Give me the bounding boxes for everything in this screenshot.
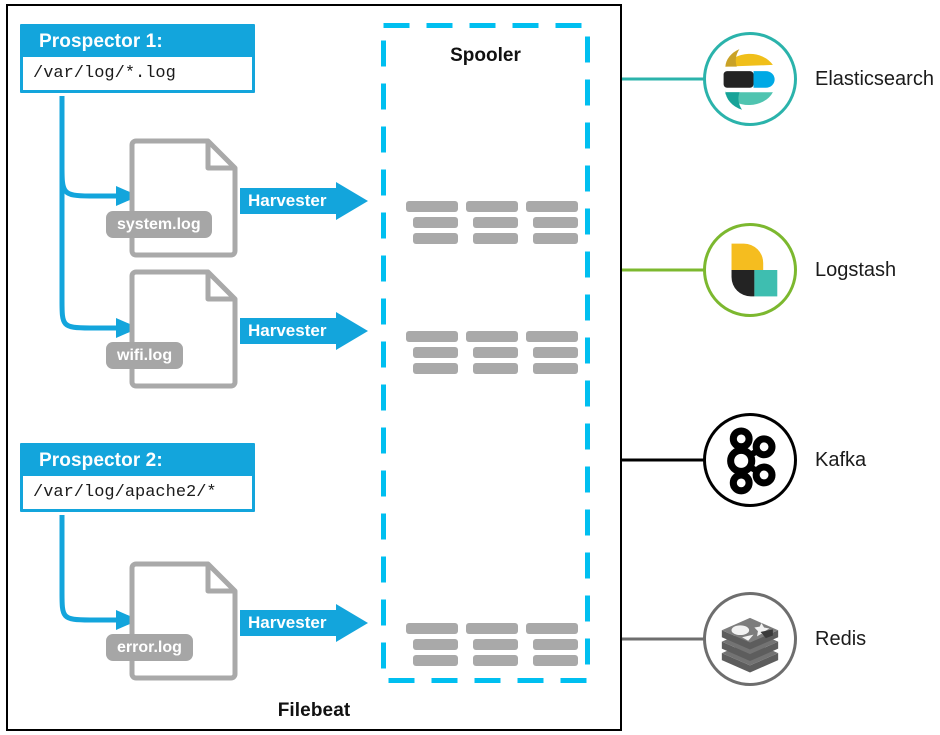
spooler-bar — [466, 201, 518, 212]
spooler-bar-group — [466, 201, 523, 249]
harvester-arrow-2[interactable]: Harvester — [240, 312, 368, 350]
spooler-bar-group — [406, 331, 463, 379]
spooler-bar — [406, 201, 458, 212]
arrow-right-icon — [240, 182, 368, 220]
spooler-bar — [473, 233, 518, 244]
file-document-icon — [129, 561, 238, 681]
spooler-bar — [406, 623, 458, 634]
output-kafka[interactable]: Kafka — [703, 413, 940, 513]
spooler-bar — [406, 331, 458, 342]
log-file-system-label: system.log — [106, 211, 212, 238]
spooler-bar — [533, 639, 578, 650]
spooler-bar — [473, 347, 518, 358]
spooler-bar-group — [526, 331, 583, 379]
spooler-bar-group — [466, 623, 523, 671]
elasticsearch-circle — [703, 32, 797, 126]
spooler-bar — [473, 217, 518, 228]
spooler-bar-group — [526, 201, 583, 249]
spooler-bar — [533, 655, 578, 666]
elasticsearch-logo-icon — [723, 49, 775, 110]
spooler-bar — [413, 639, 458, 650]
spooler-bar — [526, 623, 578, 634]
spooler-bar — [473, 655, 518, 666]
output-redis-label: Redis — [815, 628, 867, 650]
kafka-logo-icon — [727, 427, 776, 495]
prospector-2-title: Prospector 2: — [39, 450, 163, 471]
arrow-right-icon — [240, 312, 368, 350]
file-document-icon — [129, 138, 238, 258]
output-redis[interactable]: Redis — [703, 592, 940, 692]
file-document-icon — [129, 269, 238, 389]
spooler-bar — [526, 201, 578, 212]
spooler-bar-group — [406, 623, 463, 671]
harvester-label-1: Harvester — [248, 191, 327, 210]
spooler-bar — [526, 331, 578, 342]
log-file-system[interactable]: system.log — [106, 138, 238, 258]
output-logstash[interactable]: Logstash — [703, 223, 940, 323]
spooler-bar — [413, 655, 458, 666]
logstash-circle — [703, 223, 797, 317]
harvester-arrow-1[interactable]: Harvester — [240, 182, 368, 220]
output-elasticsearch[interactable]: Elasticsearch — [703, 32, 940, 132]
spooler-bar — [533, 363, 578, 374]
spooler-bar — [533, 233, 578, 244]
kafka-circle — [703, 413, 797, 507]
logstash-logo-icon — [731, 243, 778, 297]
spooler-bar — [413, 233, 458, 244]
spooler-bar-group — [526, 623, 583, 671]
redis-logo-icon — [721, 617, 779, 673]
spooler-bar — [466, 331, 518, 342]
log-file-error-label: error.log — [106, 634, 193, 661]
spooler-region: Spooler — [381, 23, 590, 683]
arrow-right-icon — [240, 604, 368, 642]
prospector-2-card[interactable]: Prospector 2: /var/log/apache2/* — [20, 443, 255, 512]
harvester-label-3: Harvester — [248, 613, 327, 632]
log-file-error[interactable]: error.log — [106, 561, 238, 681]
output-elasticsearch-label: Elasticsearch — [815, 68, 934, 90]
prospector-1-card[interactable]: Prospector 1: /var/log/*.log — [20, 24, 255, 93]
spooler-bar — [473, 639, 518, 650]
spooler-dashed-border — [381, 23, 590, 683]
output-kafka-label: Kafka — [815, 449, 867, 471]
spooler-bar — [533, 347, 578, 358]
spooler-bar-group — [466, 331, 523, 379]
prospector-1-path: /var/log/*.log — [23, 57, 252, 90]
spooler-bar — [413, 217, 458, 228]
spooler-bar — [533, 217, 578, 228]
redis-circle — [703, 592, 797, 686]
filebeat-label: Filebeat — [277, 700, 351, 721]
prospector-2-path: /var/log/apache2/* — [23, 476, 252, 509]
prospector-1-title: Prospector 1: — [39, 31, 163, 52]
harvester-label-2: Harvester — [248, 321, 327, 340]
spooler-bar-group — [406, 201, 463, 249]
output-logstash-label: Logstash — [815, 259, 897, 281]
log-file-wifi[interactable]: wifi.log — [106, 269, 238, 389]
spooler-bar — [413, 347, 458, 358]
harvester-arrow-3[interactable]: Harvester — [240, 604, 368, 642]
spooler-title: Spooler — [450, 45, 521, 66]
spooler-bar — [466, 623, 518, 634]
spooler-bar — [473, 363, 518, 374]
spooler-bar — [413, 363, 458, 374]
log-file-wifi-label: wifi.log — [106, 342, 184, 369]
